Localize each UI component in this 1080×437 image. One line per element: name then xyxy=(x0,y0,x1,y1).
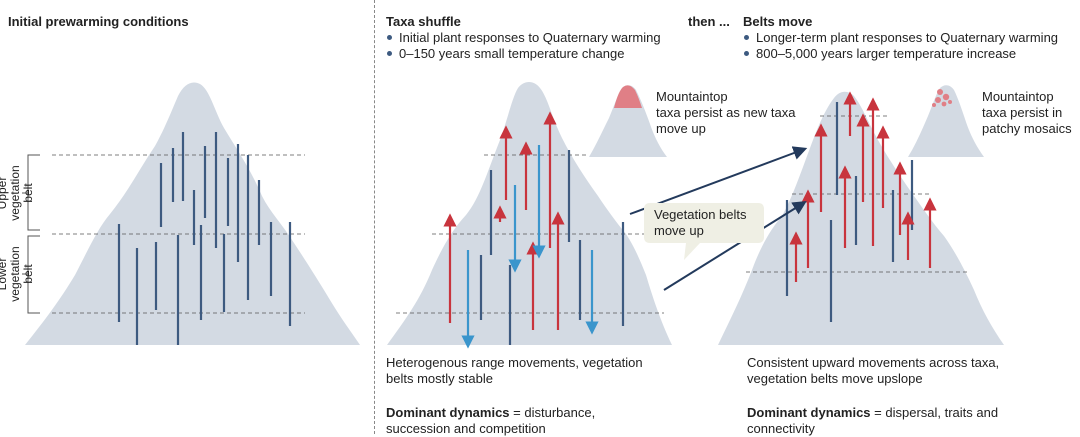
belt-brackets xyxy=(22,154,40,314)
mountain-belts-move xyxy=(718,85,1004,346)
dynamics-belts-move: Dominant dynamics = dispersal, traits an… xyxy=(747,405,999,436)
upward-shift-arrows xyxy=(443,111,565,330)
bullet-item: 800–5,000 years larger temperature incre… xyxy=(743,46,1058,62)
downward-shift-arrows xyxy=(461,145,599,349)
caption-shuffle: Heterogenous range movements, vegetation… xyxy=(386,355,643,386)
mountain-shape xyxy=(25,82,360,345)
bullet-item: 0–150 years small temperature change xyxy=(386,46,661,62)
inset-caption-belts: Mountaintop taxa persist in patchy mosai… xyxy=(982,89,1072,136)
stable-ranges-belts-move xyxy=(785,102,914,322)
taxa-shuffle-bullets: Initial plant responses to Quaternary wa… xyxy=(386,30,661,62)
taxa-ranges-prewarming xyxy=(117,132,292,345)
panel-title-taxa-shuffle: Taxa shuffle xyxy=(386,14,461,29)
persisting-taxa-cap xyxy=(614,85,642,108)
caption-belts-move: Consistent upward movements across taxa,… xyxy=(747,355,1000,386)
dynamics-shuffle: Dominant dynamics = disturbance, success… xyxy=(386,405,596,436)
inset-caption-shuffle: Mountaintop taxa persist as new taxa mov… xyxy=(656,89,796,136)
stable-ranges-shuffle xyxy=(479,150,625,345)
inset-mountaintop-patchy xyxy=(908,85,984,157)
mountain-taxa-shuffle xyxy=(387,82,672,349)
mountain-shape xyxy=(387,82,672,345)
mountain-shape xyxy=(718,91,1004,346)
mountain-prewarming: Uppervegetationbelt Lowervegetationbelt xyxy=(0,82,360,345)
upward-shift-arrows xyxy=(789,91,937,282)
bullet-item: Initial plant responses to Quaternary wa… xyxy=(386,30,661,46)
bullet-item: Longer-term plant responses to Quaternar… xyxy=(743,30,1058,46)
belts-move-bullets: Longer-term plant responses to Quaternar… xyxy=(743,30,1058,62)
connector-arrow-lower xyxy=(663,201,807,291)
panel-title-prewarming: Initial prewarming conditions xyxy=(8,14,189,29)
panel-title-belts-move: Belts move xyxy=(743,14,813,29)
speech-bubble xyxy=(644,203,764,260)
inset-mountaintop-new-taxa xyxy=(589,85,667,157)
panel-divider xyxy=(374,0,375,434)
patchy-mosaic-patches xyxy=(932,89,952,107)
lower-belt-label: Lowervegetationbelt xyxy=(0,246,35,301)
then-label: then ... xyxy=(688,14,730,29)
upper-belt-label: Uppervegetationbelt xyxy=(0,165,35,220)
